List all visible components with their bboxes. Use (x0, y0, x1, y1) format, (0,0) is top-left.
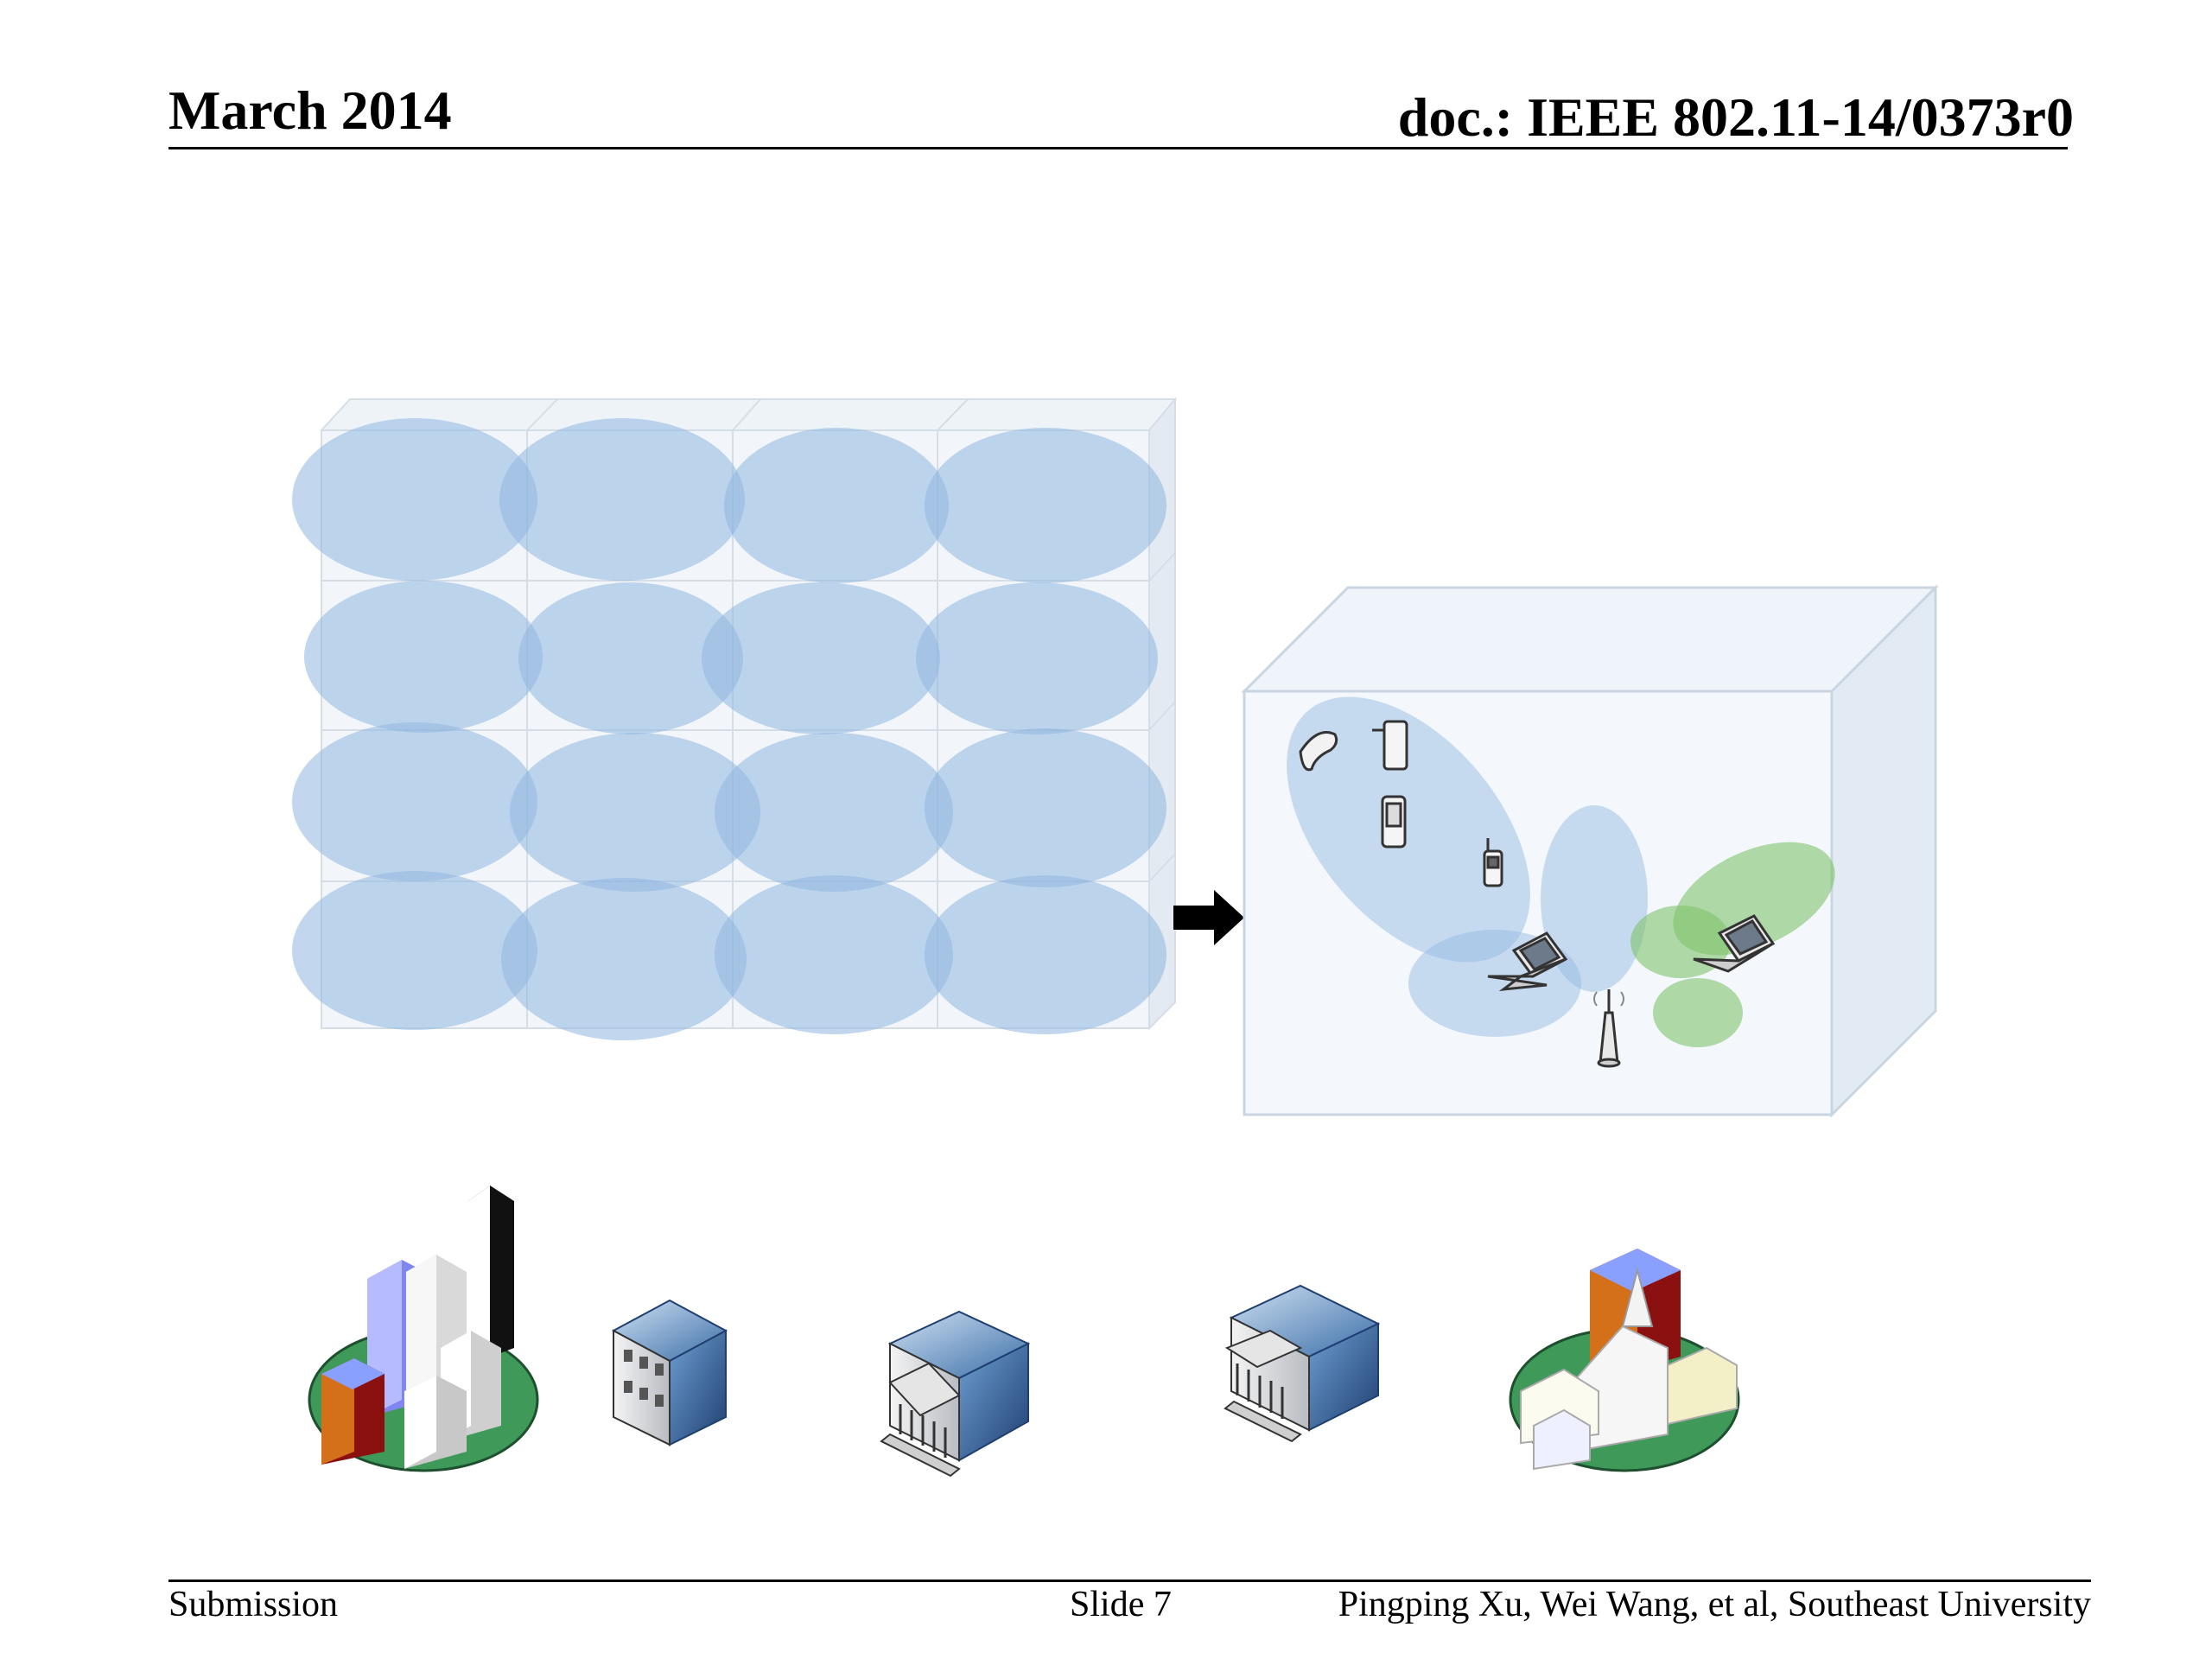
laptop-icon (1487, 931, 1568, 992)
pda-icon (1372, 720, 1408, 771)
coverage-cells (292, 418, 1166, 1040)
footer-submission: Submission (168, 1585, 339, 1624)
laptop-icon (1693, 914, 1776, 973)
building-grid (292, 397, 1178, 1040)
handheld-icon (1381, 795, 1407, 849)
header-date: March 2014 (168, 79, 452, 141)
office-building-icon (611, 1299, 728, 1446)
access-point-icon (1593, 989, 1624, 1068)
zoomed-building (1241, 584, 1939, 1118)
footer-slide-number: Slide 7 (1070, 1585, 1172, 1624)
mobile-phone-icon (1483, 838, 1503, 887)
city-icon (308, 1185, 539, 1472)
town-church-icon (1509, 1249, 1740, 1472)
arrow-icon (1173, 890, 1244, 945)
library-building-icon (1224, 1284, 1381, 1443)
bank-building-icon (880, 1310, 1031, 1478)
footer-authors: Pingping Xu, Wei Wang, et al, Southeast … (1338, 1585, 2091, 1624)
footer-divider (168, 1580, 2091, 1582)
header-divider (168, 147, 2068, 149)
header-doc-id: doc.: IEEE 802.11-14/0373r0 (1397, 86, 2074, 148)
phone-icon (1299, 731, 1338, 772)
